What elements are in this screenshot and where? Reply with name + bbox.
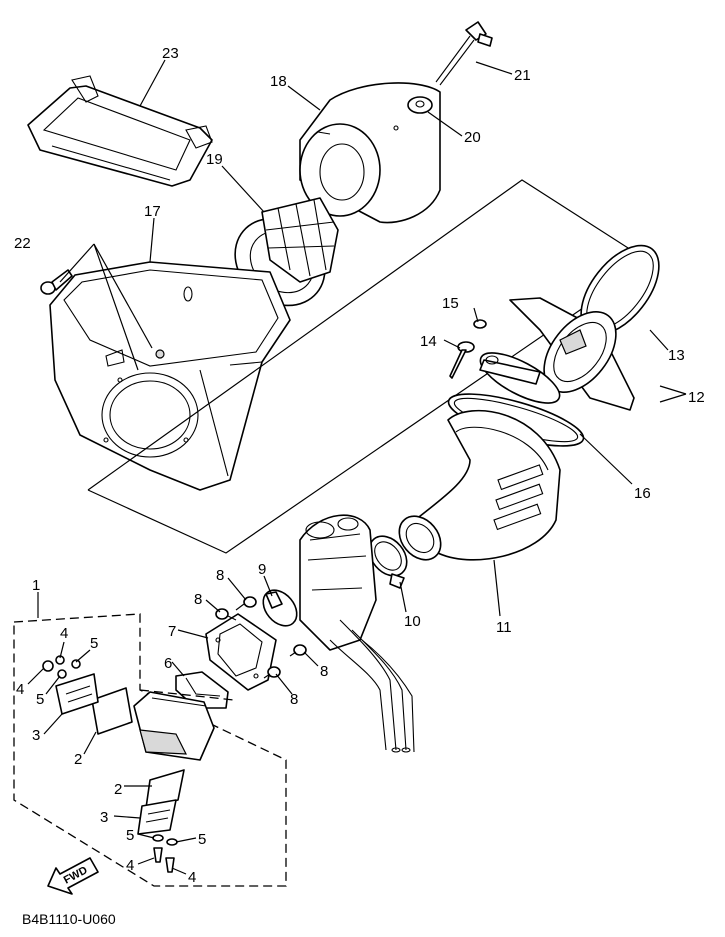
clamp-band-large (479, 352, 561, 404)
callout-8-a: 8 (216, 567, 224, 584)
part-18-air-filter (299, 82, 441, 224)
screw-washer-bottom (152, 834, 178, 873)
callout-4-a: 4 (60, 625, 68, 642)
part-11-intake-boot (398, 409, 561, 561)
part-20-washer (407, 96, 433, 114)
callout-5-b: 5 (36, 691, 44, 708)
callout-13: 13 (668, 347, 685, 364)
callout-2-a: 2 (74, 751, 82, 768)
callout-7: 7 (168, 623, 176, 640)
callout-4-d: 4 (188, 869, 196, 886)
callout-5-c: 5 (126, 827, 134, 844)
callout-15: 15 (442, 295, 459, 312)
callout-10: 10 (404, 613, 421, 630)
part-15-washer (473, 319, 487, 329)
screw-washer-top (42, 655, 81, 679)
callout-22: 22 (14, 235, 31, 252)
part-21-wing-bolt (435, 21, 493, 86)
part-9-clamp (262, 589, 298, 627)
callout-8-c: 8 (320, 663, 328, 680)
part-12-joint (509, 297, 635, 411)
callout-8-b: 8 (194, 591, 202, 608)
leader-lines (27, 59, 687, 875)
callout-18: 18 (270, 73, 287, 90)
callout-20: 20 (464, 129, 481, 146)
bolt-8-group (215, 596, 307, 679)
callout-1: 1 (32, 577, 40, 594)
part-23-airbox-cover (27, 75, 213, 187)
part-3-stopper-bottom (137, 799, 177, 835)
callout-12: 12 (688, 389, 705, 406)
callout-8-d: 8 (290, 691, 298, 708)
callout-labels: 23 18 21 20 19 17 22 15 14 13 12 16 11 1… (14, 45, 705, 886)
part-17-airbox (49, 261, 291, 491)
callout-17: 17 (144, 203, 161, 220)
callout-9: 9 (258, 561, 266, 578)
callout-4-c: 4 (126, 857, 134, 874)
callout-6: 6 (164, 655, 172, 672)
carburetor-reference (299, 514, 415, 753)
callout-2-b: 2 (114, 781, 122, 798)
reed-valve-assembly-box (13, 613, 287, 887)
diagram-code: B4B1110-U060 (22, 911, 116, 927)
callout-4-b: 4 (16, 681, 24, 698)
callout-16: 16 (634, 485, 651, 502)
part-7-manifold (205, 613, 277, 691)
callout-14: 14 (420, 333, 437, 350)
part-10-small-clamp (368, 535, 408, 589)
callout-11: 11 (496, 619, 512, 636)
reed-valve-assembly (133, 691, 215, 761)
callout-3-a: 3 (32, 727, 40, 744)
callout-5-d: 5 (198, 831, 206, 848)
callout-5-a: 5 (90, 635, 98, 652)
part-14-rivet (449, 341, 475, 379)
callout-21: 21 (514, 67, 531, 84)
part-2-reed-petal-bottom (145, 769, 185, 809)
part-3-stopper-top (55, 673, 99, 715)
callout-19: 19 (206, 151, 223, 168)
fwd-arrow-icon (47, 857, 99, 895)
part-2-reed-petal-top (91, 687, 133, 735)
callout-23: 23 (162, 45, 179, 62)
callout-3-b: 3 (100, 809, 108, 826)
